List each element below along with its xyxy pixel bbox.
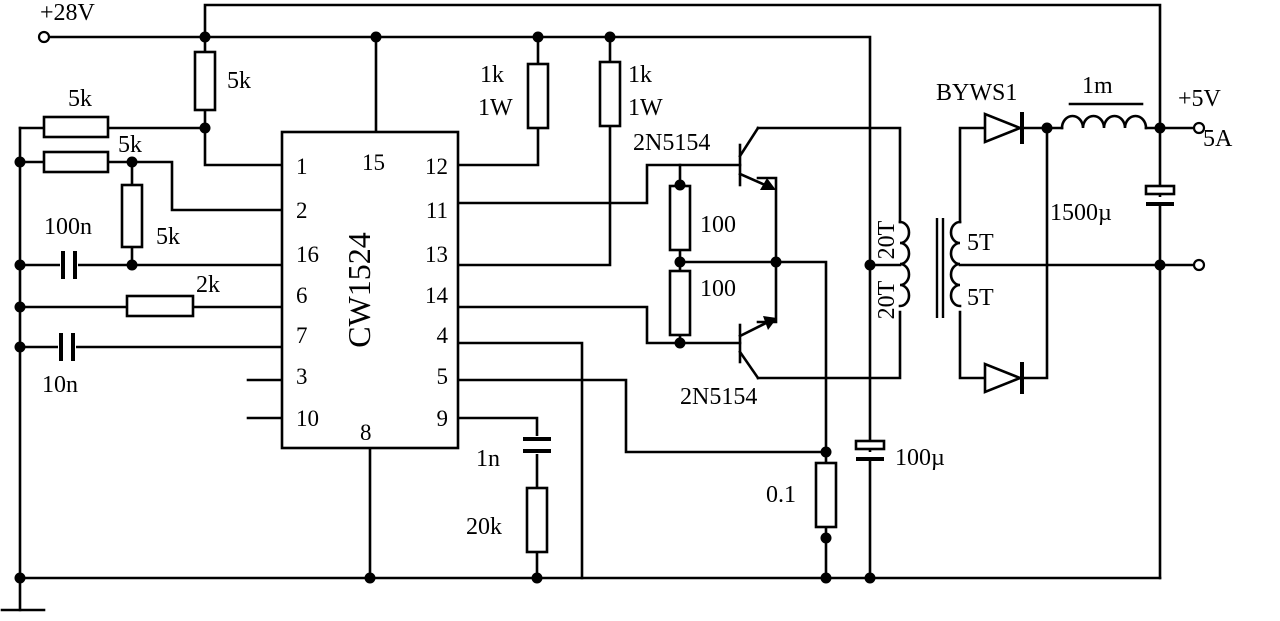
transistor-q1-arrow	[760, 178, 776, 190]
label-c-10n: 10n	[42, 372, 78, 398]
label-r-1k-a-power: 1W	[478, 95, 513, 121]
junction-dots	[14, 31, 1166, 584]
diodes	[983, 112, 1024, 394]
terminal-output-common	[1192, 258, 1206, 272]
resistor-100-top	[668, 184, 692, 252]
ic-pin-8: 8	[360, 420, 372, 445]
label-r-100-bottom: 100	[700, 276, 736, 302]
labels: +28V 5k 5k 5k 5k 100n 2k 10n 1k 1W 1k 1W…	[40, 0, 1233, 540]
ic-pin-7: 7	[296, 323, 308, 348]
resistor-sense	[814, 461, 838, 529]
transformer	[898, 218, 962, 318]
terminal-output-positive	[1192, 121, 1206, 135]
ic-pin-16: 16	[296, 242, 319, 267]
resistor-vertical-5k	[120, 183, 144, 249]
capacitor-1500u-gap	[1144, 197, 1176, 203]
label-q-bottom: 2N5154	[680, 384, 757, 410]
label-r-top-5k: 5k	[227, 68, 251, 94]
label-output-voltage: +5V	[1178, 86, 1222, 112]
resistor-100-bottom	[668, 269, 692, 337]
ic-name: CW1524	[341, 232, 377, 348]
label-c-1n: 1n	[476, 446, 500, 472]
transformer-secondary	[949, 220, 962, 308]
capacitor-1n	[523, 437, 551, 453]
label-secondary-top: 5T	[967, 230, 994, 256]
resistor-left-lower-5k	[42, 150, 110, 174]
resistor-left-upper-5k	[42, 115, 110, 139]
ic-pin-6: 6	[296, 283, 308, 308]
terminal-input	[37, 30, 51, 44]
ic-cw1524: CW1524 1 2 16 6 7 3 10 15 8 12 11 13 14 …	[280, 130, 460, 450]
ic-pin-9: 9	[437, 406, 449, 431]
capacitors	[58, 184, 1176, 461]
label-c-100u: 100µ	[895, 445, 945, 471]
transistor-q1-collector	[738, 126, 760, 158]
label-c-out: 1500µ	[1050, 200, 1112, 226]
resistor-1k-1w-a	[526, 62, 550, 130]
label-r-1k-b-power: 1W	[628, 95, 663, 121]
resistor-20k	[525, 486, 549, 554]
label-primary-bottom: 20T	[874, 280, 900, 319]
inductor-1m	[1060, 114, 1148, 130]
transformer-core	[935, 218, 945, 318]
transistor-q2-bottom	[738, 316, 777, 380]
capacitor-10n	[59, 333, 75, 361]
ic-pin-4: 4	[437, 323, 449, 348]
label-r-left-upper-5k: 5k	[68, 86, 92, 112]
label-q-top: 2N5154	[633, 130, 710, 156]
label-secondary-bottom: 5T	[967, 285, 994, 311]
ic-pin-13: 13	[425, 242, 448, 267]
label-r-vertical-5k: 5k	[156, 224, 180, 250]
ic-pin-11: 11	[426, 198, 448, 223]
ic-pin-14: 14	[425, 283, 449, 308]
resistor-2k	[125, 294, 195, 318]
transistor-q2-collector	[738, 350, 760, 380]
terminals	[37, 30, 1206, 272]
transistor-q2-arrow	[763, 316, 777, 330]
resistor-top-5k	[193, 50, 217, 112]
label-input-voltage: +28V	[40, 0, 96, 26]
ic-pin-3: 3	[296, 364, 308, 389]
capacitor-100u-gap	[854, 452, 886, 458]
label-r-1k-a-value: 1k	[480, 62, 504, 88]
label-primary-top: 20T	[874, 220, 900, 259]
ic-pin-1: 1	[296, 154, 308, 179]
diode-bottom	[983, 362, 1024, 394]
ic-pin-15: 15	[362, 150, 385, 175]
capacitor-1500u-positive	[1144, 184, 1176, 196]
label-r-2k: 2k	[196, 272, 220, 298]
capacitor-100n	[61, 251, 77, 279]
label-inductor: 1m	[1082, 73, 1113, 99]
label-r-sense: 0.1	[766, 482, 796, 508]
diode-top	[983, 112, 1024, 144]
transistors	[738, 126, 777, 380]
ic-pin-2: 2	[296, 198, 308, 223]
transistor-q1-top	[738, 126, 776, 190]
ic-pin-5: 5	[437, 364, 449, 389]
ic-pin-10: 10	[296, 406, 319, 431]
label-r-20k: 20k	[466, 514, 502, 540]
label-r-1k-b-value: 1k	[628, 62, 652, 88]
transformer-primary	[898, 220, 911, 308]
ic-pin-12: 12	[425, 154, 448, 179]
label-r-left-lower-5k: 5k	[118, 132, 142, 158]
label-output-current: 5A	[1203, 126, 1233, 152]
label-r-100-top: 100	[700, 212, 736, 238]
ic-body	[280, 130, 460, 450]
capacitor-100u-positive	[854, 439, 886, 451]
label-diode: BYWS1	[936, 80, 1017, 106]
label-c-100n: 100n	[44, 214, 92, 240]
resistors	[42, 50, 838, 554]
resistor-1k-1w-b	[598, 60, 622, 128]
